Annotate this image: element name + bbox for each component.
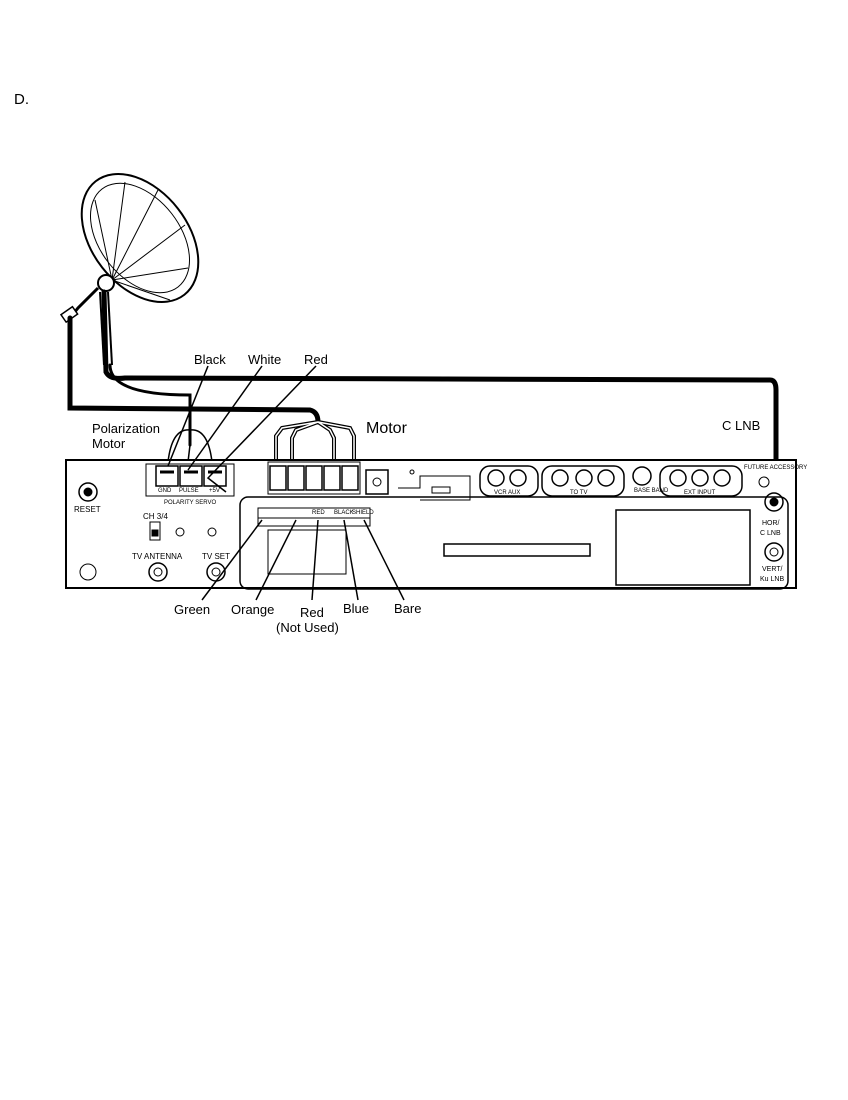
panel-reset: RESET <box>74 505 101 514</box>
panel-to-tv: TO TV <box>570 490 588 496</box>
panel-base-band: BASE BAND <box>634 488 669 494</box>
label-blue: Blue <box>343 601 370 616</box>
panel-vcr-aux: VCR AUX <box>494 490 521 496</box>
label-polarization-motor-2: Motor <box>92 436 126 451</box>
panel-plus5v: +5V <box>209 488 220 494</box>
label-red-not-used-2: (Not Used) <box>276 620 339 635</box>
panel-hor-2: C LNB <box>760 530 781 537</box>
panel-tv-set: TV SET <box>202 552 231 561</box>
cables <box>67 289 779 493</box>
receiver-panel <box>65 459 797 590</box>
label-c-lnb: C LNB <box>722 418 761 433</box>
panel-motor-red: RED <box>312 510 325 516</box>
label-motor: Motor <box>366 420 407 437</box>
panel-ext-input: EXT INPUT <box>684 490 716 496</box>
label-polarization-motor-1: Polarization <box>92 421 160 436</box>
panel-ch34: CH 3/4 <box>143 512 168 521</box>
panel-tv-antenna: TV ANTENNA <box>132 552 183 561</box>
satellite-dish <box>59 173 200 366</box>
panel-future-accessory: FUTURE ACCESSORY <box>744 465 808 471</box>
label-bare: Bare <box>394 601 422 616</box>
panel-hor-1: HOR/ <box>762 520 780 527</box>
figure-letter: D. <box>14 91 29 108</box>
panel-vert-2: Ku LNB <box>760 576 785 583</box>
label-black: Black <box>194 352 226 367</box>
label-orange: Orange <box>231 602 275 617</box>
label-green: Green <box>174 602 211 617</box>
panel-pulse: PULSE <box>179 488 199 494</box>
label-red: Red <box>304 352 328 367</box>
panel-motor-black: BLACK <box>334 510 354 516</box>
panel-polarity-servo: POLARITY SERVO <box>164 500 217 506</box>
panel-gnd: GND <box>158 488 172 494</box>
label-white: White <box>248 352 282 367</box>
panel-motor-shield: SHIELD <box>352 510 374 516</box>
leader-lines <box>167 365 405 601</box>
label-red-not-used-1: Red <box>300 605 324 620</box>
panel-vert-1: VERT/ <box>762 566 783 573</box>
